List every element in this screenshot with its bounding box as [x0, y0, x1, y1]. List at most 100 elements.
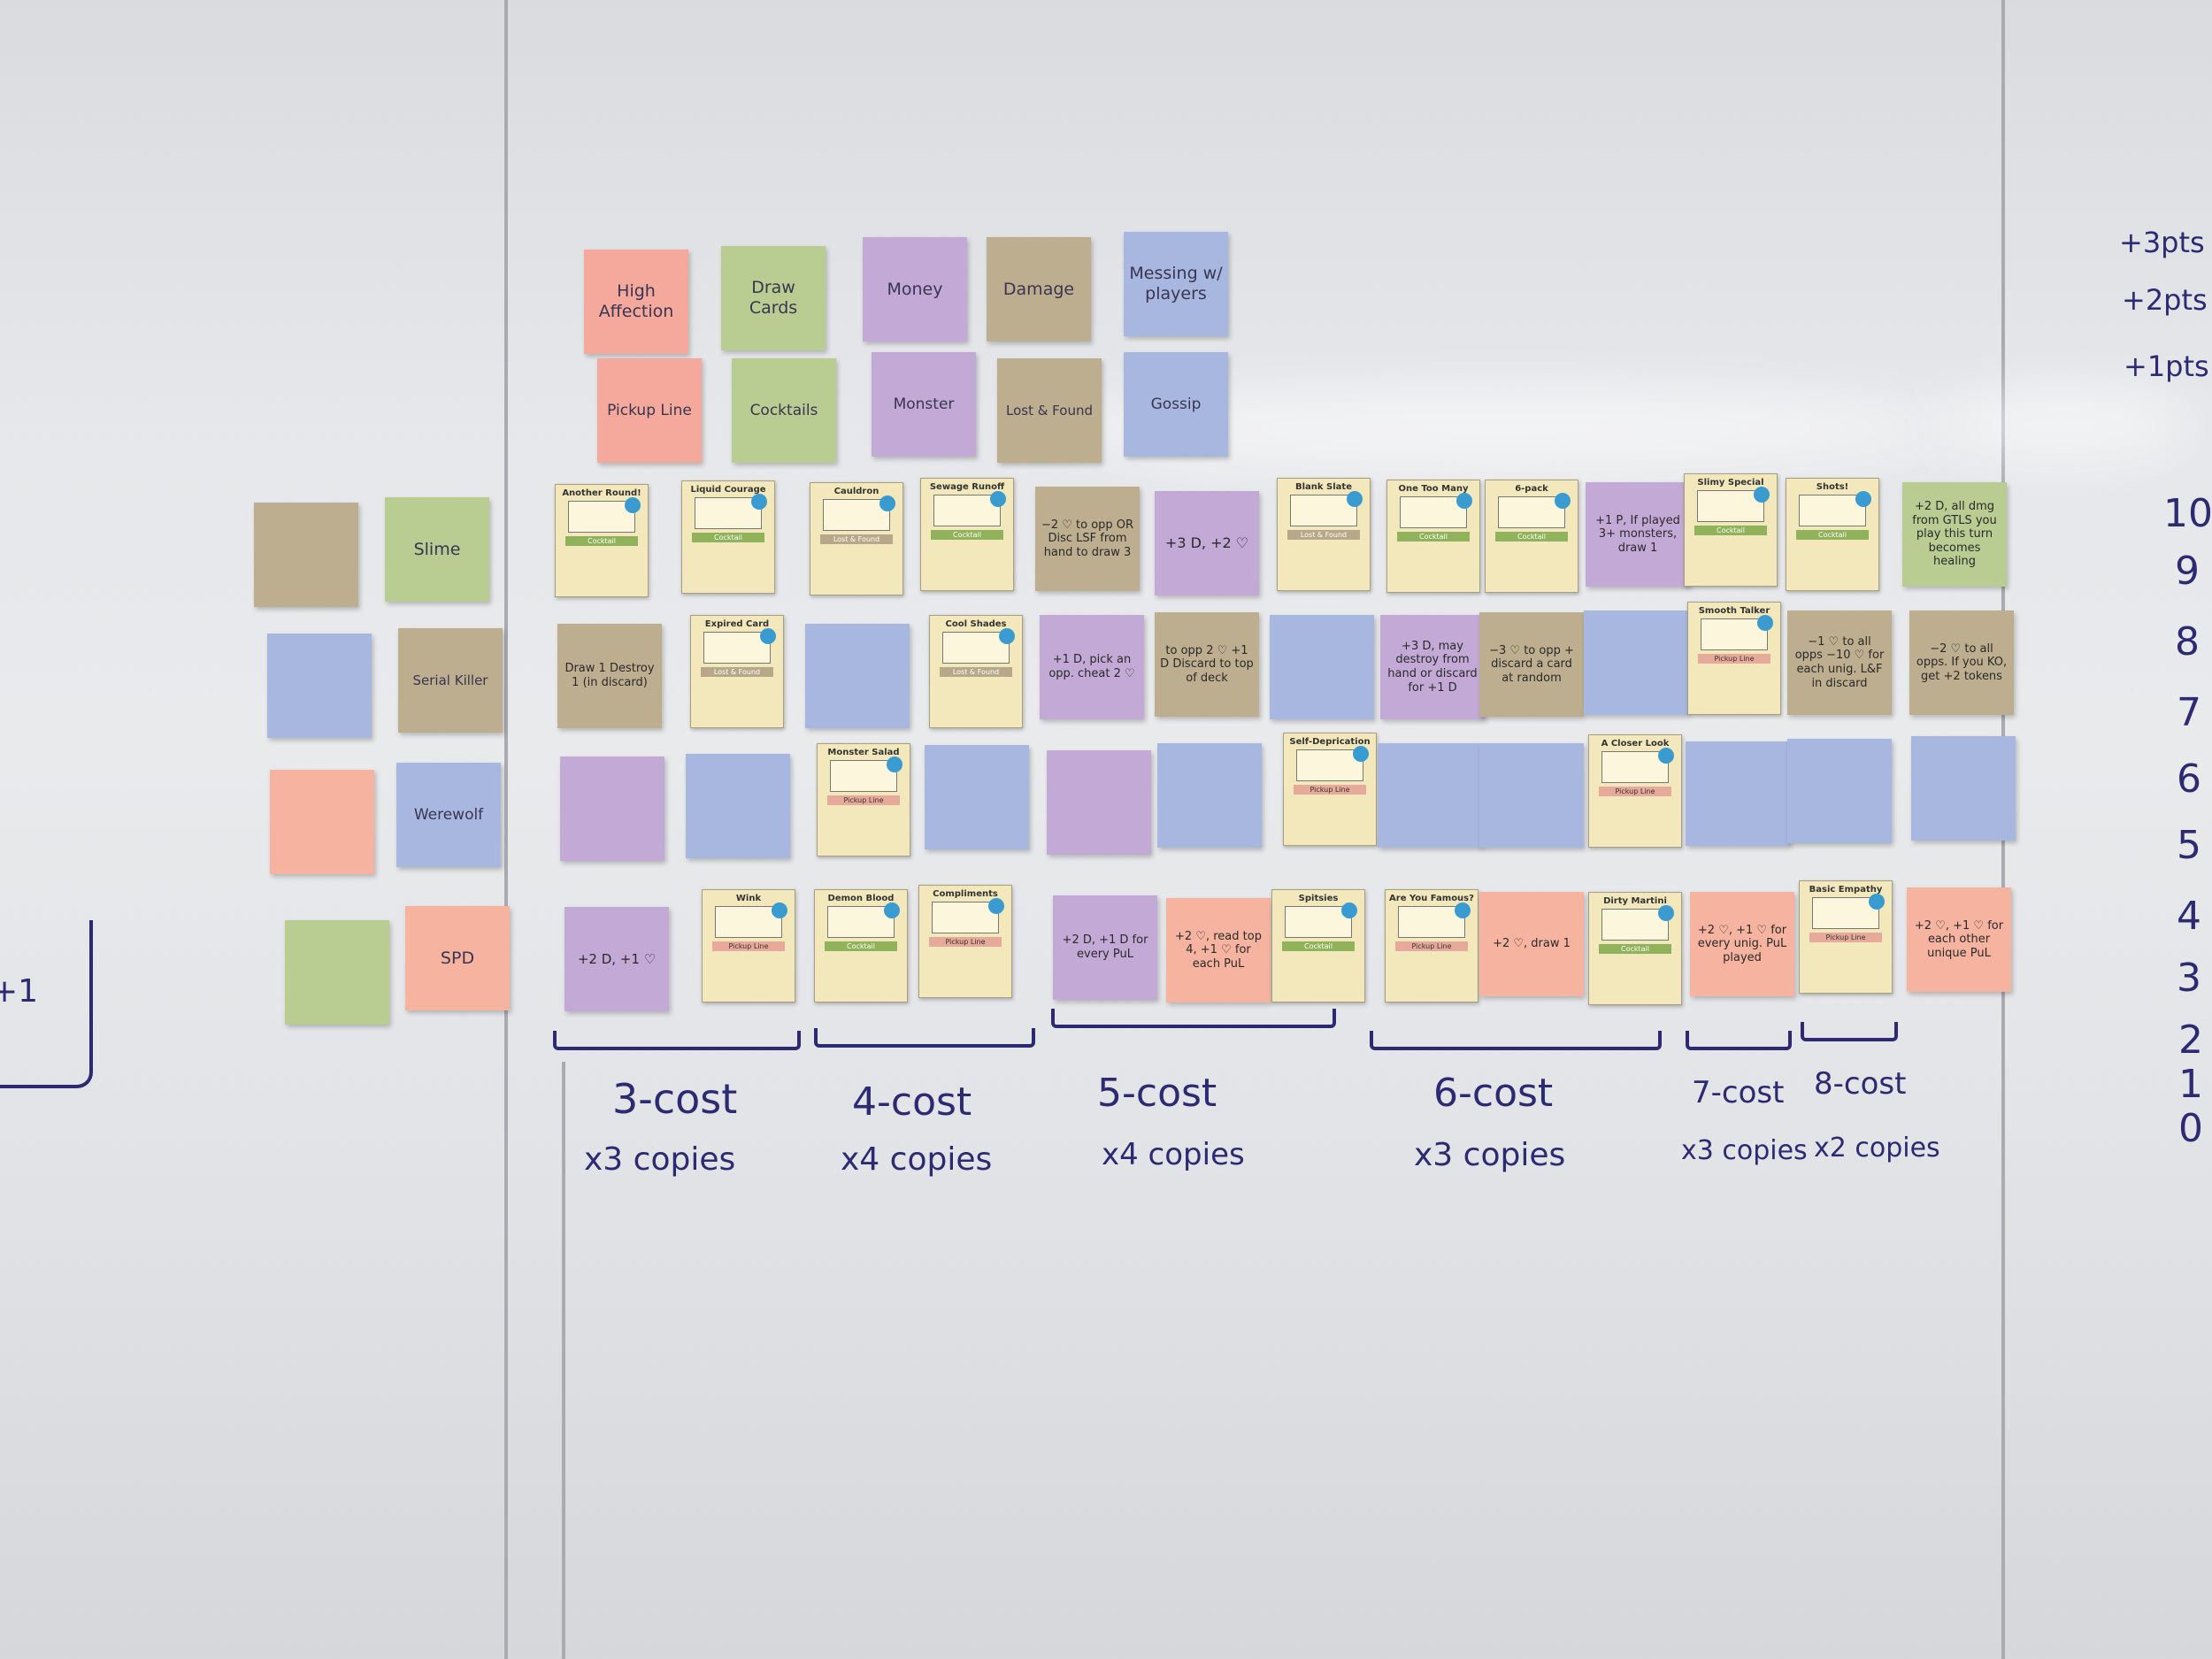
- card-title: Another Round!: [562, 488, 641, 498]
- cost-label-4: 4-cost: [852, 1079, 972, 1125]
- cost-badge-icon: [1455, 902, 1471, 918]
- note-heal-draw: +2 ♡, draw 1: [1479, 892, 1584, 996]
- cost-badge-icon: [887, 757, 902, 772]
- copies-label-4: x4 copies: [841, 1141, 993, 1178]
- category-high-affection: High Affection: [584, 250, 688, 354]
- copies-label-7: x3 copies: [1681, 1135, 1808, 1166]
- cost-badge-icon: [1353, 746, 1369, 762]
- card-type-band: Pickup Line: [1394, 941, 1469, 951]
- cost-label-8: 8-cost: [1814, 1066, 1907, 1102]
- cost-badge-icon: [1456, 493, 1472, 509]
- card-art: [1798, 495, 1867, 526]
- note-ko-tokens: −2 ♡ to all opps. If you KO, get +2 toke…: [1909, 611, 2014, 715]
- cost-badge-icon: [1555, 493, 1571, 509]
- card-art: [714, 906, 783, 938]
- legend-swatch-tan: [254, 503, 358, 607]
- category-cocktails: Cocktails: [732, 358, 836, 463]
- scale-9: 9: [2175, 549, 2200, 594]
- card-title: One Too Many: [1398, 484, 1469, 494]
- monster-werewolf: Werewolf: [396, 763, 501, 867]
- card-art: [931, 902, 1000, 933]
- card-type-band: Lost & Found: [939, 667, 1013, 677]
- cost-badge-icon: [1341, 902, 1357, 918]
- card-type-band: Pickup Line: [928, 937, 1002, 947]
- card-type-band: Cocktail: [1694, 526, 1768, 535]
- light-glare: [1929, 389, 2194, 460]
- monster-slime: Slime: [385, 497, 489, 602]
- card-cool-shades: Cool Shades Lost & Found: [929, 615, 1023, 728]
- card-type-band: Cocktail: [1795, 530, 1870, 540]
- scale-7: 7: [2177, 690, 2201, 735]
- empty-slot: [925, 745, 1029, 849]
- card-one-too-many: One Too Many Cocktail: [1386, 480, 1480, 593]
- note-draw-destroy: Draw 1 Destroy 1 (in discard): [557, 624, 662, 728]
- note-destroy-from-hand: +3 D, may destroy from hand or discard f…: [1380, 615, 1485, 719]
- card-art: [703, 632, 772, 664]
- scale-10: 10: [2163, 491, 2212, 536]
- card-art: [826, 906, 895, 938]
- points-label-2: +2pts: [2122, 283, 2208, 317]
- card-are-you-famous: Are You Famous? Pickup Line: [1385, 889, 1479, 1002]
- panel-seam-left: [504, 0, 508, 1659]
- cost-badge-icon: [1754, 487, 1770, 503]
- bracket-7-cost: [1686, 1031, 1792, 1050]
- cost-badge-icon: [999, 628, 1015, 644]
- card-cauldron: Cauldron Lost & Found: [810, 482, 903, 595]
- card-type-band: Cocktail: [691, 533, 765, 542]
- empty-slot: [1479, 743, 1584, 848]
- card-monster-salad: Monster Salad Pickup Line: [817, 743, 910, 856]
- empty-slot: [1157, 743, 1262, 848]
- empty-slot: [1378, 743, 1482, 848]
- category-messing: Messing w/ players: [1124, 232, 1228, 336]
- card-type-band: Cocktail: [1281, 941, 1356, 951]
- card-title: Self-Deprication: [1289, 737, 1371, 747]
- card-liquid-courage: Liquid Courage Cocktail: [681, 480, 775, 594]
- card-art: [1289, 495, 1358, 526]
- bracket-6-cost: [1370, 1031, 1662, 1050]
- card-art: [933, 495, 1002, 526]
- card-title: Slimy Special: [1697, 478, 1764, 488]
- category-monster: Monster: [872, 352, 976, 457]
- empty-slot: [560, 757, 664, 861]
- cost-label-7: 7-cost: [1692, 1075, 1785, 1110]
- card-self-deprecation: Self-Deprication Pickup Line: [1283, 733, 1377, 846]
- card-spitsies: Spitsies Cocktail: [1271, 889, 1365, 1002]
- legend-swatch-peach: [270, 770, 374, 874]
- card-art: [829, 760, 898, 792]
- edge-marker-text: +1: [0, 973, 39, 1010]
- card-title: Are You Famous?: [1389, 894, 1474, 903]
- cost-badge-icon: [988, 898, 1004, 914]
- scale-8: 8: [2175, 619, 2200, 664]
- bracket-5-cost: [1051, 1009, 1336, 1028]
- cost-badge-icon: [1855, 491, 1871, 507]
- empty-slot: [686, 754, 790, 858]
- note-discard-top-deck: to opp 2 ♡ +1 D Discard to top of deck: [1155, 612, 1259, 717]
- note-every-pul: +2 D, +1 D for every PuL: [1053, 895, 1157, 1000]
- card-title: Basic Empathy: [1809, 885, 1883, 895]
- scale-6: 6: [2177, 757, 2201, 802]
- cost-label-3: 3-cost: [612, 1075, 738, 1123]
- card-blank-slate: Blank Slate Lost & Found: [1277, 478, 1371, 591]
- card-art: [1696, 490, 1765, 522]
- cost-badge-icon: [1869, 894, 1885, 910]
- cost-badge-icon: [1757, 615, 1773, 631]
- empty-slot: [1787, 739, 1892, 843]
- category-damage: Damage: [987, 237, 1091, 342]
- note-unique-pul-played: +2 ♡, +1 ♡ for every unig. PuL played: [1690, 892, 1794, 996]
- card-dirty-martini: Dirty Martini Cocktail: [1588, 892, 1682, 1005]
- cost-badge-icon: [884, 902, 900, 918]
- card-type-band: Cocktail: [824, 941, 898, 951]
- empty-slot: [1686, 741, 1790, 846]
- card-type-band: Cocktail: [1598, 944, 1672, 954]
- note-3cost-pickup: +2 D, +1 ♡: [565, 907, 669, 1011]
- scale-4: 4: [2177, 894, 2201, 939]
- category-gossip: Gossip: [1124, 352, 1228, 457]
- card-type-band: Pickup Line: [1697, 654, 1771, 664]
- scale-5: 5: [2177, 823, 2201, 868]
- card-slimy-special: Slimy Special Cocktail: [1684, 473, 1778, 587]
- cost-label-6: 6-cost: [1433, 1071, 1554, 1116]
- card-art: [941, 632, 1010, 664]
- empty-slot: [1584, 611, 1688, 715]
- card-title: Blank Slate: [1295, 482, 1352, 492]
- card-art: [1811, 897, 1880, 929]
